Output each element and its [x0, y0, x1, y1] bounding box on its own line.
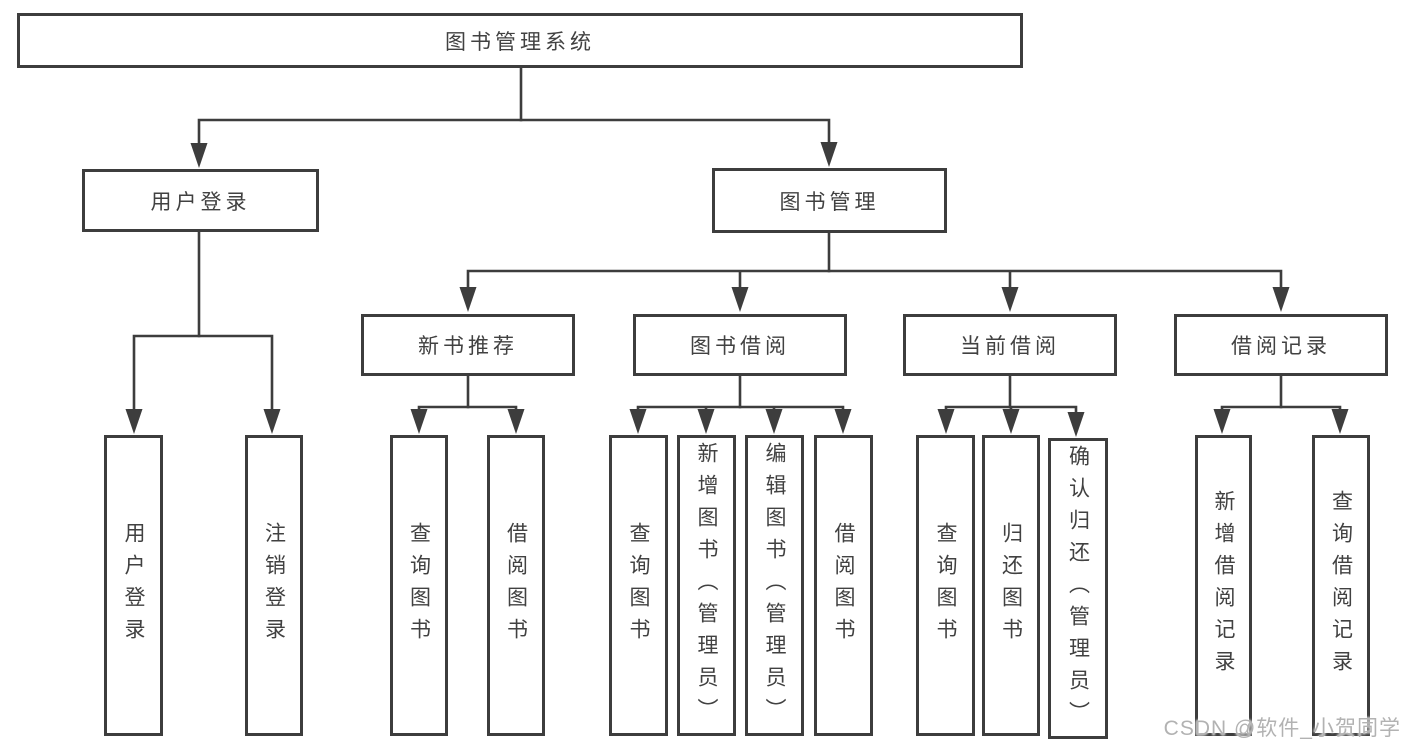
leaf-add-borrow-record-label: 新增借阅记录	[1212, 489, 1235, 682]
leaf-add-borrow-record: 新增借阅记录	[1195, 435, 1252, 736]
leaf-newbook-query-books-label: 查询图书	[407, 521, 431, 650]
node-book-borrowing: 图书借阅	[633, 314, 847, 376]
node-root: 图书管理系统	[17, 13, 1023, 68]
node-borrowing-records: 借阅记录	[1174, 314, 1388, 376]
leaf-borrowing-borrow-books-label: 借阅图书	[832, 521, 855, 650]
node-current-borrowing: 当前借阅	[903, 314, 1117, 376]
node-root-label: 图书管理系统	[445, 30, 595, 54]
leaf-newbook-query-books: 查询图书	[390, 435, 448, 736]
leaf-current-query-books: 查询图书	[916, 435, 975, 736]
leaf-logout-label: 注销登录	[262, 521, 286, 650]
node-book-management: 图书管理	[712, 168, 947, 233]
node-book-borrowing-label: 图书借阅	[690, 335, 790, 358]
leaf-borrowing-query-books-label: 查询图书	[627, 521, 650, 650]
node-new-book-recommend-label: 新书推荐	[418, 335, 518, 358]
node-borrowing-records-label: 借阅记录	[1231, 335, 1331, 358]
leaf-edit-book-admin: 编辑图书（管理员）	[745, 435, 804, 736]
leaf-borrowing-borrow-books: 借阅图书	[814, 435, 873, 736]
leaf-current-query-books-label: 查询图书	[934, 521, 957, 650]
leaf-confirm-return-admin-label: 确认归还（管理员）	[1066, 444, 1090, 733]
node-current-borrowing-label: 当前借阅	[960, 335, 1060, 358]
leaf-return-books-label: 归还图书	[999, 521, 1023, 650]
leaf-logout: 注销登录	[245, 435, 303, 736]
leaf-add-book-admin-label: 新增图书（管理员）	[695, 441, 718, 730]
leaf-user-login-label: 用户登录	[122, 521, 145, 650]
node-user-login: 用户登录	[82, 169, 319, 232]
leaf-newbook-borrow-books-label: 借阅图书	[504, 521, 528, 650]
node-new-book-recommend: 新书推荐	[361, 314, 575, 376]
leaf-query-borrow-record: 查询借阅记录	[1312, 435, 1370, 736]
leaf-confirm-return-admin: 确认归还（管理员）	[1048, 438, 1108, 739]
node-user-login-label: 用户登录	[150, 190, 251, 214]
csdn-watermark: CSDN @软件_小贺同学	[1163, 717, 1401, 740]
node-book-management-label: 图书管理	[779, 190, 880, 214]
leaf-edit-book-admin-label: 编辑图书（管理员）	[763, 441, 786, 730]
leaf-add-book-admin: 新增图书（管理员）	[677, 435, 736, 736]
leaf-borrowing-query-books: 查询图书	[609, 435, 668, 736]
leaf-user-login: 用户登录	[104, 435, 163, 736]
leaf-newbook-borrow-books: 借阅图书	[487, 435, 545, 736]
leaf-query-borrow-record-label: 查询借阅记录	[1329, 489, 1353, 682]
leaf-return-books: 归还图书	[982, 435, 1040, 736]
